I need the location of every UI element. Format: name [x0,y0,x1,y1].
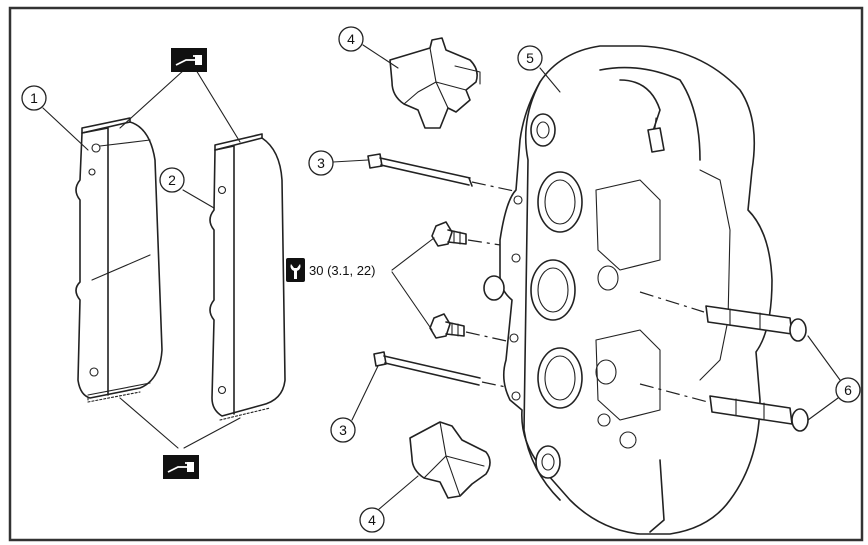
torque-wrench-icon [286,258,305,282]
caliper-piston-bottom [537,347,583,409]
diagram-border [8,6,864,542]
apply-grease-icon [163,455,199,479]
callout-6: 6 [835,377,861,403]
callout-5: 5 [517,45,543,71]
caliper-mounting-bolt-lower [429,313,465,339]
brake-caliper-body [483,45,773,535]
brake-pad-outer [75,117,163,403]
caliper-mounting-bolt-upper [431,221,467,247]
pad-clip-lower [409,421,491,499]
callout-4-lower: 4 [359,507,385,533]
svg-text:1: 1 [30,90,38,106]
guide-bolt-upper-right [705,305,807,342]
caliper-piston-middle [530,259,576,321]
guide-pin-upper [367,153,473,187]
callout-4-upper: 4 [338,26,364,52]
svg-text:4: 4 [368,512,376,528]
guide-bolt-lower-right [709,395,809,432]
svg-text:2: 2 [168,172,176,188]
svg-text:5: 5 [526,50,534,66]
torque-value: 30 (3.1, 22) [309,263,376,278]
callout-3-upper: 3 [308,150,334,176]
caliper-piston-top [537,171,583,233]
callout-2: 2 [159,167,185,193]
svg-text:3: 3 [317,155,325,171]
svg-text:6: 6 [844,382,852,398]
svg-text:3: 3 [339,422,347,438]
guide-pin-lower [373,351,481,386]
svg-text:4: 4 [347,31,355,47]
apply-grease-icon [171,48,207,72]
pad-clip-upper [389,37,481,129]
torque-spec: 30 (3.1, 22) [286,258,376,282]
callout-3-lower: 3 [330,417,356,443]
callout-1: 1 [21,85,47,111]
brake-pad-inner [209,133,286,421]
